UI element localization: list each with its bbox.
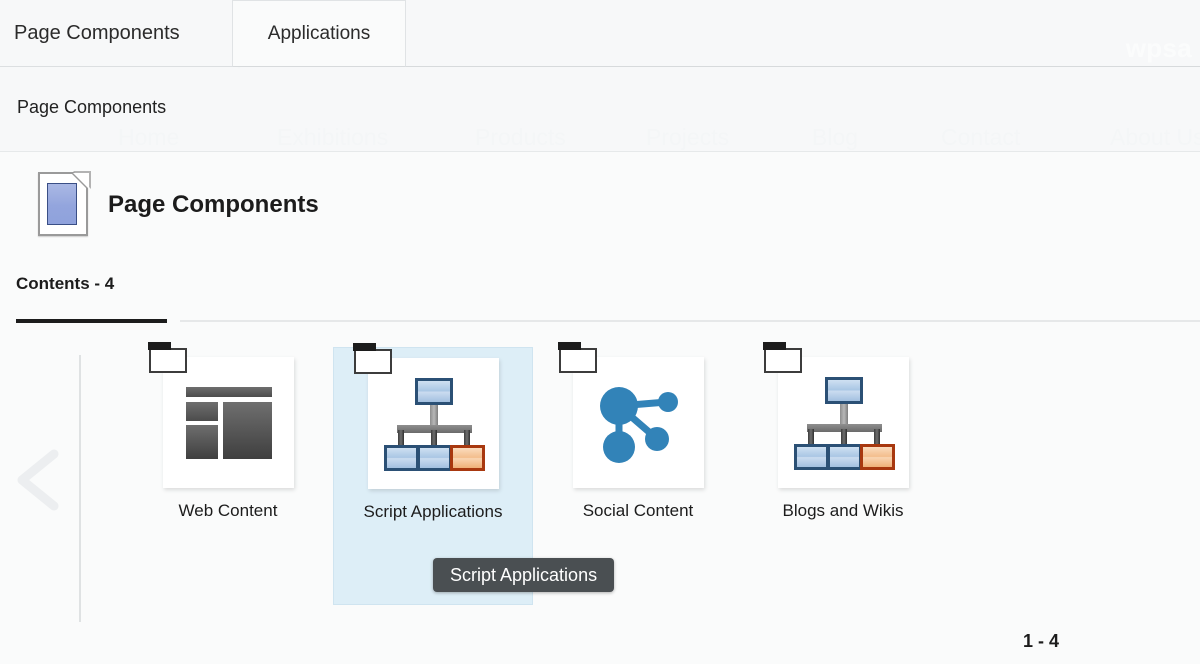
card-label: Web Content: [178, 501, 278, 520]
card-list: Web Content: [128, 342, 943, 605]
gallery-divider: [79, 355, 81, 622]
chevron-left-icon[interactable]: [8, 445, 70, 515]
card-social-content[interactable]: Social Content: [538, 342, 738, 605]
folder-tab-icon: [763, 342, 802, 373]
contents-tab-rule: [180, 320, 1200, 322]
tab-strip-filler: [406, 0, 1200, 67]
folder-tab-icon: [148, 342, 187, 373]
folder-tab-icon: [558, 342, 597, 373]
folder-tab-icon: [353, 343, 392, 374]
breadcrumb[interactable]: Page Components: [17, 97, 167, 117]
tooltip: Script Applications: [433, 558, 615, 592]
page-document-icon: [38, 171, 91, 238]
tab-page-components[interactable]: Page Components: [14, 22, 180, 44]
page-header: Page Components: [38, 171, 319, 238]
card-blogs-and-wikis[interactable]: Blogs and Wikis: [743, 342, 943, 605]
card-label: Blogs and Wikis: [782, 501, 904, 520]
hierarchy-tree-icon: [763, 342, 909, 488]
page-title: Page Components: [108, 191, 319, 218]
card-label: Script Applications: [363, 502, 503, 521]
contents-tab-underline: [16, 319, 167, 323]
sub-header: Page Components: [0, 67, 1200, 152]
pagination-range: 1 - 4: [1022, 631, 1059, 651]
component-gallery: Web Content: [0, 342, 1200, 622]
hierarchy-tree-icon: [353, 343, 499, 489]
tab-applications[interactable]: Applications: [232, 0, 406, 67]
contents-tab-row: Contents - 4: [0, 274, 1200, 324]
tab-contents[interactable]: Contents - 4: [16, 274, 115, 293]
card-label: Social Content: [582, 501, 694, 520]
card-web-content[interactable]: Web Content: [128, 342, 328, 605]
network-share-icon: [558, 342, 704, 488]
tab-strip: Page Components Applications: [0, 0, 1200, 67]
web-layout-wireframe-icon: [148, 342, 294, 488]
